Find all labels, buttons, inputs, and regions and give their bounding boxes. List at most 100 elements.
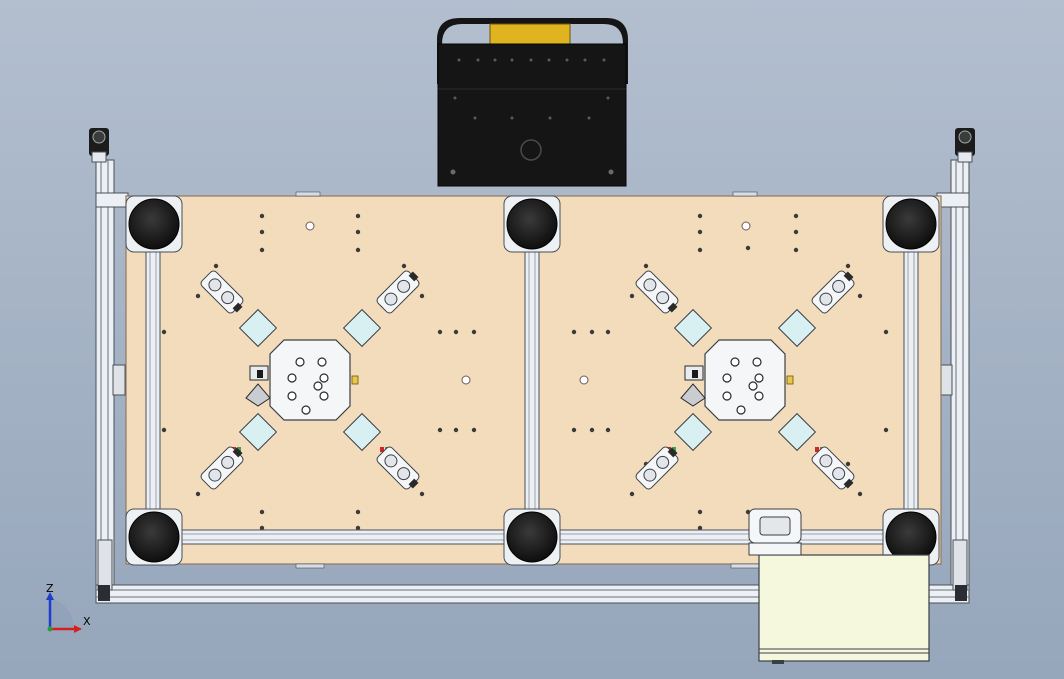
clamp-arm [635,270,713,348]
dowel-hole [461,375,471,385]
mounting-hole [259,525,265,531]
hub-bolt [301,405,311,415]
mounting-hole [437,427,443,433]
left-fixture [200,270,420,490]
caster-wheel [503,195,561,253]
indicator-red [380,447,384,452]
hub-bolt [730,357,740,367]
clamp-arm [342,412,420,490]
mounting-hole [161,427,167,433]
mounting-hole [697,247,703,253]
mounting-hole [589,427,595,433]
hub-bolt [754,373,764,383]
side-clamp-block [245,365,271,407]
mounting-hole [697,525,703,531]
mounting-hole [589,329,595,335]
mounting-hole [793,229,799,235]
mounting-hole [845,461,851,467]
mounting-hole [605,329,611,335]
dowel-hole [741,221,751,231]
indicator-green [672,447,676,452]
clamp-arm [777,412,855,490]
pneumatic-cylinder [376,270,420,314]
hub-bolt [754,391,764,401]
pneumatic-cylinder [635,446,679,490]
leveling-foot-left [89,128,109,163]
mounting-hole [419,293,425,299]
mounting-hole [857,293,863,299]
indicator-red [815,447,819,452]
plate-holes [161,213,889,531]
right-fixture [635,270,855,490]
mounting-hole [195,293,201,299]
mounting-hole [355,509,361,515]
mounting-hole [697,229,703,235]
mounting-hole [259,213,265,219]
plate-large-holes [305,221,751,541]
mounting-hole [401,263,407,269]
mounting-hole [883,329,889,335]
axis-triad: Z X [46,582,91,633]
mounting-hole [355,229,361,235]
hub-bolt [722,391,732,401]
pneumatic-cylinder [811,446,855,490]
mounting-hole [259,509,265,515]
caster-wheels [125,195,940,566]
mounting-hole [471,329,477,335]
mounting-hole [883,427,889,433]
mounting-hole [355,213,361,219]
clamp-arm [200,270,278,348]
dowel-hole [579,375,589,385]
hub-bolt [319,373,329,383]
dowel-hole [305,221,315,231]
mounting-hole [793,247,799,253]
indicator-green [237,447,241,452]
leveling-foot-right [955,128,975,163]
clamp-arm [635,412,713,490]
proximity-sensor [351,375,359,385]
mounting-hole [453,329,459,335]
axis-label-z: Z [46,582,54,595]
mounting-hole [453,427,459,433]
pneumatic-cylinder [811,270,855,314]
side-clamp-block [680,365,706,407]
mounting-hole [697,509,703,515]
mounting-hole [643,263,649,269]
caster-wheel [503,508,561,566]
mounting-hole [629,491,635,497]
mounting-hole [437,329,443,335]
pneumatic-cylinder [376,446,420,490]
mounting-hole [605,427,611,433]
hub-bolt [722,373,732,383]
mounting-hole [355,525,361,531]
hub-bolt [317,357,327,367]
mounting-hole [419,491,425,497]
caster-wheel [125,195,183,253]
hub-bolt [313,381,323,391]
mounting-hole [259,247,265,253]
clamping-fixtures [200,270,855,490]
pneumatic-cylinder [200,446,244,490]
electrical-box [758,554,930,664]
mounting-hole [845,263,851,269]
support-channels [145,251,919,515]
clamp-arm [200,412,278,490]
mounting-hole [355,247,361,253]
caster-wheel [882,508,940,566]
mounting-hole [793,213,799,219]
mounting-hole [745,245,751,251]
clamp-arm [342,270,420,348]
mounting-hole [195,491,201,497]
mounting-hole [471,427,477,433]
mounting-hole [161,329,167,335]
hub-bolt [295,357,305,367]
mounting-hole [629,293,635,299]
mounting-hole [697,213,703,219]
hub-bolt [319,391,329,401]
mounting-hole [857,491,863,497]
proximity-sensor [786,375,794,385]
caster-wheel [882,195,940,253]
hub-bolt [736,405,746,415]
mounting-hole [259,229,265,235]
